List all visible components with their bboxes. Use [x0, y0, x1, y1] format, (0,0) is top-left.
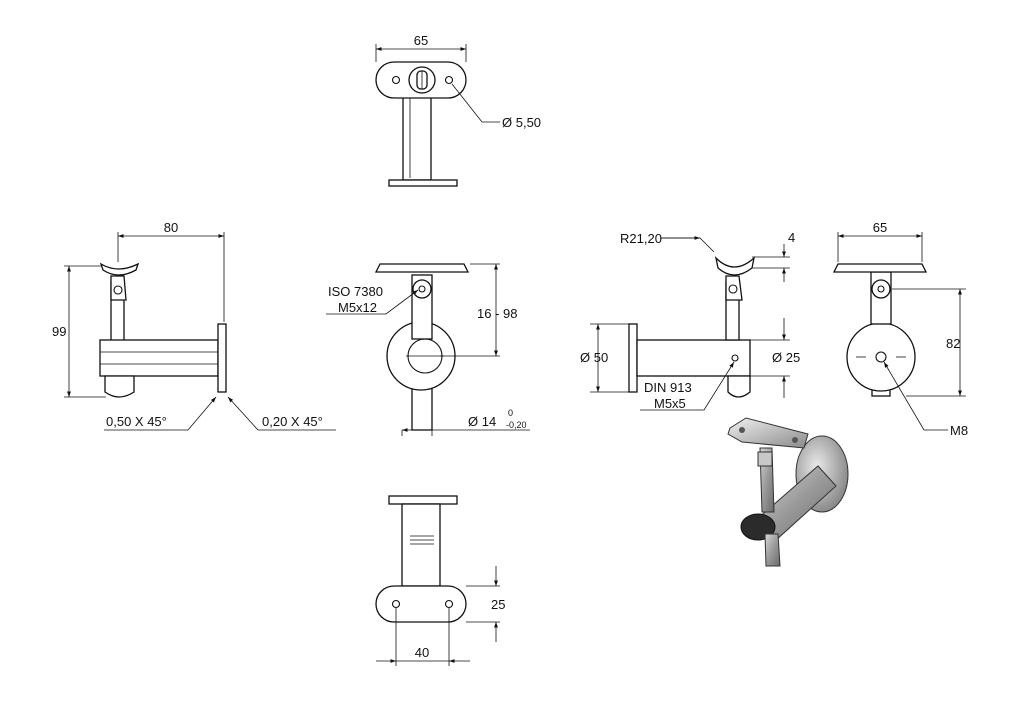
screw-label-line2: M5x12: [338, 300, 377, 315]
top-hole-label: Ø 5,50: [502, 115, 541, 130]
isometric-view: [727, 417, 849, 567]
thickness-label: 4: [788, 230, 795, 245]
radius-label: R21,20: [620, 231, 662, 246]
setscrew-line1: DIN 913: [644, 380, 692, 395]
end-view: 65 82 M8: [832, 220, 968, 438]
tol-lower: -0,20: [506, 420, 527, 430]
side-view: 80 99 0,50 X 45° 0,20 X 45°: [52, 220, 336, 431]
tol-upper: 0: [508, 408, 513, 418]
front-view: 16 - 98 ISO 7380 M5x12 Ø 14 0 -0,20: [326, 263, 530, 436]
chamfer-left-label: 0,50 X 45°: [106, 414, 167, 429]
bottom-width-label: 25: [491, 597, 505, 612]
screw-label-line1: ISO 7380: [328, 284, 383, 299]
side-height-label: 99: [52, 324, 66, 339]
chamfer-right-label: 0,20 X 45°: [262, 414, 323, 429]
bottom-length-label: 40: [415, 645, 429, 660]
side-reach-label: 80: [164, 220, 178, 235]
end-height-label: 82: [946, 336, 960, 351]
flange-dia-label: Ø 50: [580, 350, 608, 365]
top-width-label: 65: [414, 33, 428, 48]
thread-label: M8: [950, 423, 968, 438]
setscrew-line2: M5x5: [654, 396, 686, 411]
shaft-dia-label: Ø 14: [468, 414, 496, 429]
front-range-label: 16 - 98: [477, 306, 517, 321]
right-side-view: R21,20 4 Ø 50 Ø 25 DIN 913 M5x5: [580, 230, 800, 411]
bottom-view: 25 40: [375, 495, 505, 666]
end-width-label: 65: [873, 220, 887, 235]
top-view: 65 Ø 5,50: [375, 33, 541, 187]
tube-dia-label: Ø 25: [772, 350, 800, 365]
